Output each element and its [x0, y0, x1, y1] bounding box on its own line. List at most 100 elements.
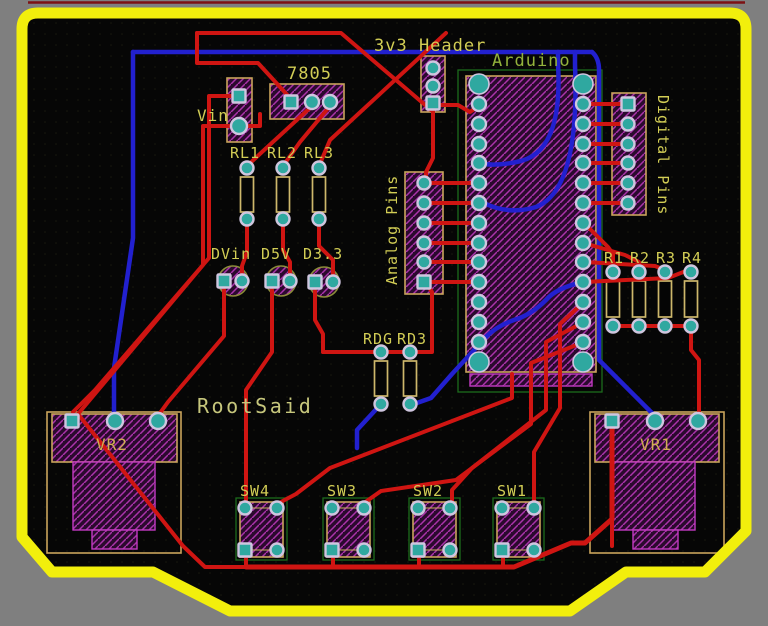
pad-round[interactable]	[325, 274, 341, 290]
pad-round[interactable]	[631, 264, 647, 280]
copper-trace-top[interactable]	[313, 289, 325, 354]
pad-round[interactable]	[526, 542, 542, 558]
pad-round[interactable]	[239, 160, 255, 176]
pad-round[interactable]	[234, 273, 250, 289]
copper-trace-top[interactable]	[317, 31, 448, 168]
pad-round[interactable]	[574, 273, 592, 291]
pad-round[interactable]	[494, 500, 510, 516]
pad-round[interactable]	[356, 500, 372, 516]
pad-square[interactable]	[604, 413, 620, 429]
pad-square[interactable]	[283, 94, 299, 110]
pad-corner[interactable]	[468, 351, 490, 373]
pad-round[interactable]	[657, 318, 673, 334]
pad-round[interactable]	[470, 293, 488, 311]
copper-trace-top[interactable]	[362, 340, 586, 505]
pad-square[interactable]	[416, 274, 432, 290]
pad-round[interactable]	[470, 273, 488, 291]
component-resistor-rd3[interactable]	[402, 360, 418, 397]
pad-round[interactable]	[373, 344, 389, 360]
pad-round[interactable]	[416, 235, 432, 251]
pad-round[interactable]	[574, 154, 592, 172]
pad-round[interactable]	[605, 318, 621, 334]
pad-corner[interactable]	[572, 73, 594, 95]
pad-square[interactable]	[231, 88, 247, 104]
pad-square[interactable]	[216, 273, 232, 289]
copper-trace-top[interactable]	[195, 31, 293, 101]
pad-round[interactable]	[574, 333, 592, 351]
pad-round[interactable]	[526, 500, 542, 516]
pad-round[interactable]	[416, 175, 432, 191]
pad-round[interactable]	[324, 500, 340, 516]
copper-trace-top[interactable]	[317, 217, 335, 277]
copper-trace-top[interactable]	[532, 300, 586, 505]
pad-round[interactable]	[470, 115, 488, 133]
pad-round[interactable]	[442, 542, 458, 558]
pad-round[interactable]	[574, 313, 592, 331]
pad-square[interactable]	[425, 95, 441, 111]
copper-trace-bottom[interactable]	[481, 49, 561, 167]
pad-corner[interactable]	[572, 351, 594, 373]
copper-trace-bottom[interactable]	[589, 49, 656, 417]
pad-round[interactable]	[282, 273, 298, 289]
pad-round[interactable]	[470, 214, 488, 232]
pad-corner[interactable]	[468, 73, 490, 95]
pad-round[interactable]	[402, 344, 418, 360]
pad-round[interactable]	[470, 234, 488, 252]
pad-round[interactable]	[416, 215, 432, 231]
component-resistor-r1[interactable]	[605, 280, 621, 318]
copper-trace-top[interactable]	[245, 104, 314, 168]
pad-round[interactable]	[574, 253, 592, 271]
pad-square[interactable]	[264, 273, 280, 289]
pad-round[interactable]	[574, 174, 592, 192]
pad-round[interactable]	[373, 396, 389, 412]
pad-square[interactable]	[307, 274, 323, 290]
pad-round[interactable]	[631, 318, 647, 334]
pad-round[interactable]	[645, 411, 665, 431]
pad-round[interactable]	[416, 254, 432, 270]
pad-round[interactable]	[574, 293, 592, 311]
pad-round[interactable]	[470, 333, 488, 351]
component-resistor-r2[interactable]	[631, 280, 647, 318]
component-resistor-rl1[interactable]	[239, 176, 255, 213]
pad-round[interactable]	[574, 194, 592, 212]
component-resistor-r4[interactable]	[683, 280, 699, 318]
pad-square[interactable]	[410, 542, 426, 558]
pad-round[interactable]	[574, 95, 592, 113]
pad-round[interactable]	[620, 155, 636, 171]
copper-trace-top[interactable]	[158, 288, 226, 415]
pad-round[interactable]	[303, 93, 321, 111]
component-resistor-rdg[interactable]	[373, 360, 389, 397]
pad-round[interactable]	[688, 411, 708, 431]
copper-trace-bottom[interactable]	[411, 279, 586, 407]
pad-round[interactable]	[442, 500, 458, 516]
pad-round[interactable]	[356, 542, 372, 558]
pad-square[interactable]	[324, 542, 340, 558]
pad-round[interactable]	[416, 195, 432, 211]
pad-round[interactable]	[574, 135, 592, 153]
pad-round[interactable]	[605, 264, 621, 280]
pad-square[interactable]	[620, 96, 636, 112]
copper-trace-top[interactable]	[277, 372, 514, 505]
pad-round[interactable]	[657, 264, 673, 280]
pad-square[interactable]	[237, 542, 253, 558]
component-resistor-rl2[interactable]	[275, 176, 291, 213]
pad-round[interactable]	[321, 93, 339, 111]
pad-round[interactable]	[311, 211, 327, 227]
pad-round[interactable]	[105, 411, 125, 431]
component-digital-pins-header[interactable]	[611, 92, 647, 216]
pad-round[interactable]	[402, 396, 418, 412]
pad-round[interactable]	[410, 500, 426, 516]
pad-round[interactable]	[683, 318, 699, 334]
copper-trace-bottom[interactable]	[354, 401, 384, 451]
copper-trace-top[interactable]	[71, 94, 241, 414]
pad-round[interactable]	[470, 194, 488, 212]
pad-round[interactable]	[148, 411, 168, 431]
pad-round[interactable]	[470, 313, 488, 331]
pad-round[interactable]	[470, 135, 488, 153]
pad-round[interactable]	[425, 78, 441, 94]
pad-round[interactable]	[620, 175, 636, 191]
pad-round[interactable]	[311, 160, 327, 176]
copper-trace-top[interactable]	[240, 217, 249, 276]
pad-round[interactable]	[470, 95, 488, 113]
pad-square[interactable]	[494, 542, 510, 558]
